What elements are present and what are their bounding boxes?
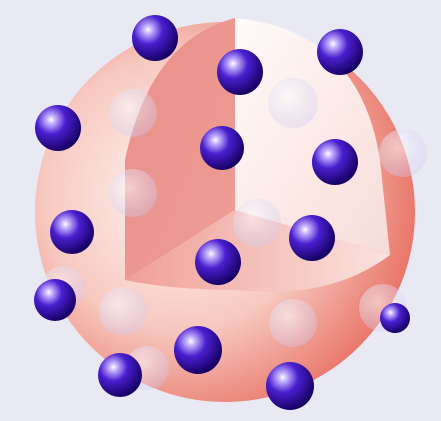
particle	[317, 29, 363, 75]
particle	[380, 303, 410, 333]
embedded-particle	[268, 78, 318, 128]
particle	[217, 49, 263, 95]
particle	[312, 139, 358, 185]
particle	[98, 353, 142, 397]
particle	[289, 215, 335, 261]
particle	[174, 326, 222, 374]
cutaway-left-face	[125, 18, 235, 280]
embedded-particle	[109, 169, 157, 217]
particle	[50, 210, 94, 254]
particle	[266, 362, 314, 410]
embedded-particle	[233, 199, 281, 247]
particle	[195, 239, 241, 285]
embedded-particle	[109, 89, 157, 137]
embedded-particle	[269, 299, 317, 347]
particle	[132, 15, 178, 61]
front-particles-layer	[34, 15, 410, 410]
embedded-particle	[99, 287, 147, 335]
particle	[200, 126, 244, 170]
cutaway-bottom-face	[125, 210, 390, 292]
cutaway-right-face	[235, 18, 390, 255]
particle	[34, 279, 76, 321]
embedded-particle	[379, 129, 427, 177]
particle	[35, 105, 81, 151]
